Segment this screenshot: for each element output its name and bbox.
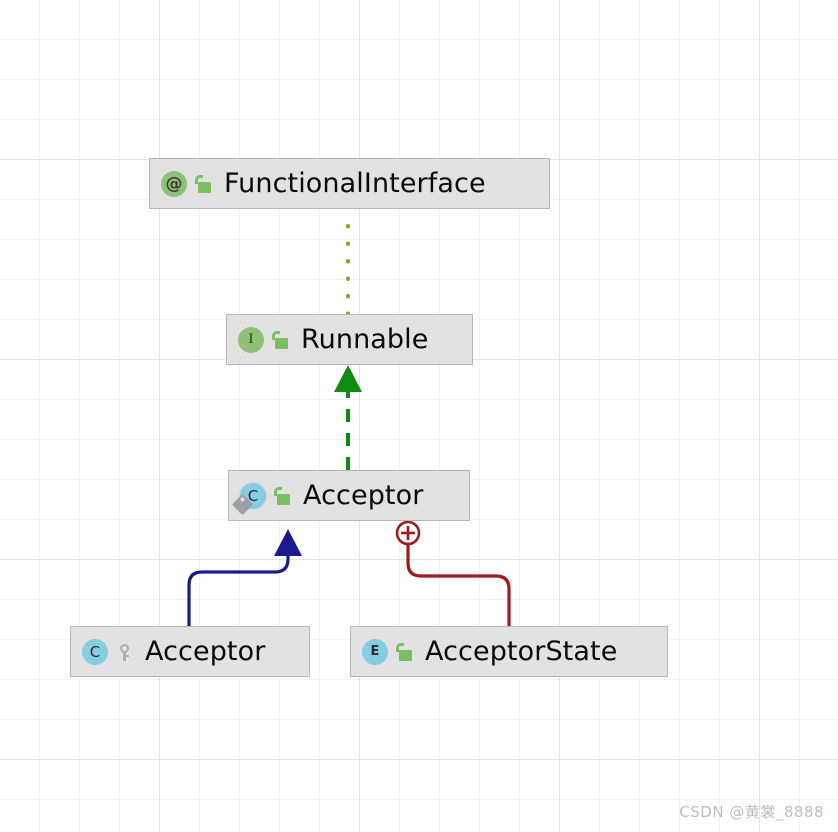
open-padlock-icon	[273, 485, 293, 507]
node-label-functional-interface: FunctionalInterface	[224, 168, 486, 199]
node-acceptor-inner[interactable]: C Acceptor	[228, 470, 470, 521]
enum-icon: E	[361, 638, 389, 666]
node-label-acceptor-inner: Acceptor	[303, 480, 424, 511]
open-padlock-icon	[271, 329, 291, 351]
enum-icon-letter: E	[362, 638, 388, 665]
interface-icon-letter: I	[238, 326, 264, 353]
open-padlock-icon	[395, 641, 415, 663]
interface-icon: I	[237, 326, 265, 354]
node-functional-interface[interactable]: @ FunctionalInterface	[149, 158, 550, 209]
edge-implements-link[interactable]	[334, 365, 362, 470]
annotation-at-icon: @	[160, 170, 188, 198]
edge-inner-class-link[interactable]	[395, 520, 511, 628]
node-label-acceptor-state: AcceptorState	[425, 636, 618, 667]
watermark-text: CSDN @黄裳_8888	[679, 803, 824, 821]
inner-class-icon: C	[231, 481, 267, 515]
open-padlock-icon	[194, 173, 214, 195]
node-acceptor-outer[interactable]: C Acceptor	[70, 626, 310, 677]
key-icon	[115, 641, 135, 663]
class-icon: C	[81, 638, 109, 666]
annotation-at-icon-letter: @	[161, 170, 187, 197]
node-runnable[interactable]: I Runnable	[226, 314, 473, 365]
node-acceptor-state[interactable]: E AcceptorState	[350, 626, 668, 677]
node-label-acceptor-outer: Acceptor	[145, 636, 266, 667]
class-icon-letter: C	[82, 638, 108, 665]
edge-extends-link[interactable]	[187, 529, 302, 628]
node-label-runnable: Runnable	[301, 324, 429, 355]
